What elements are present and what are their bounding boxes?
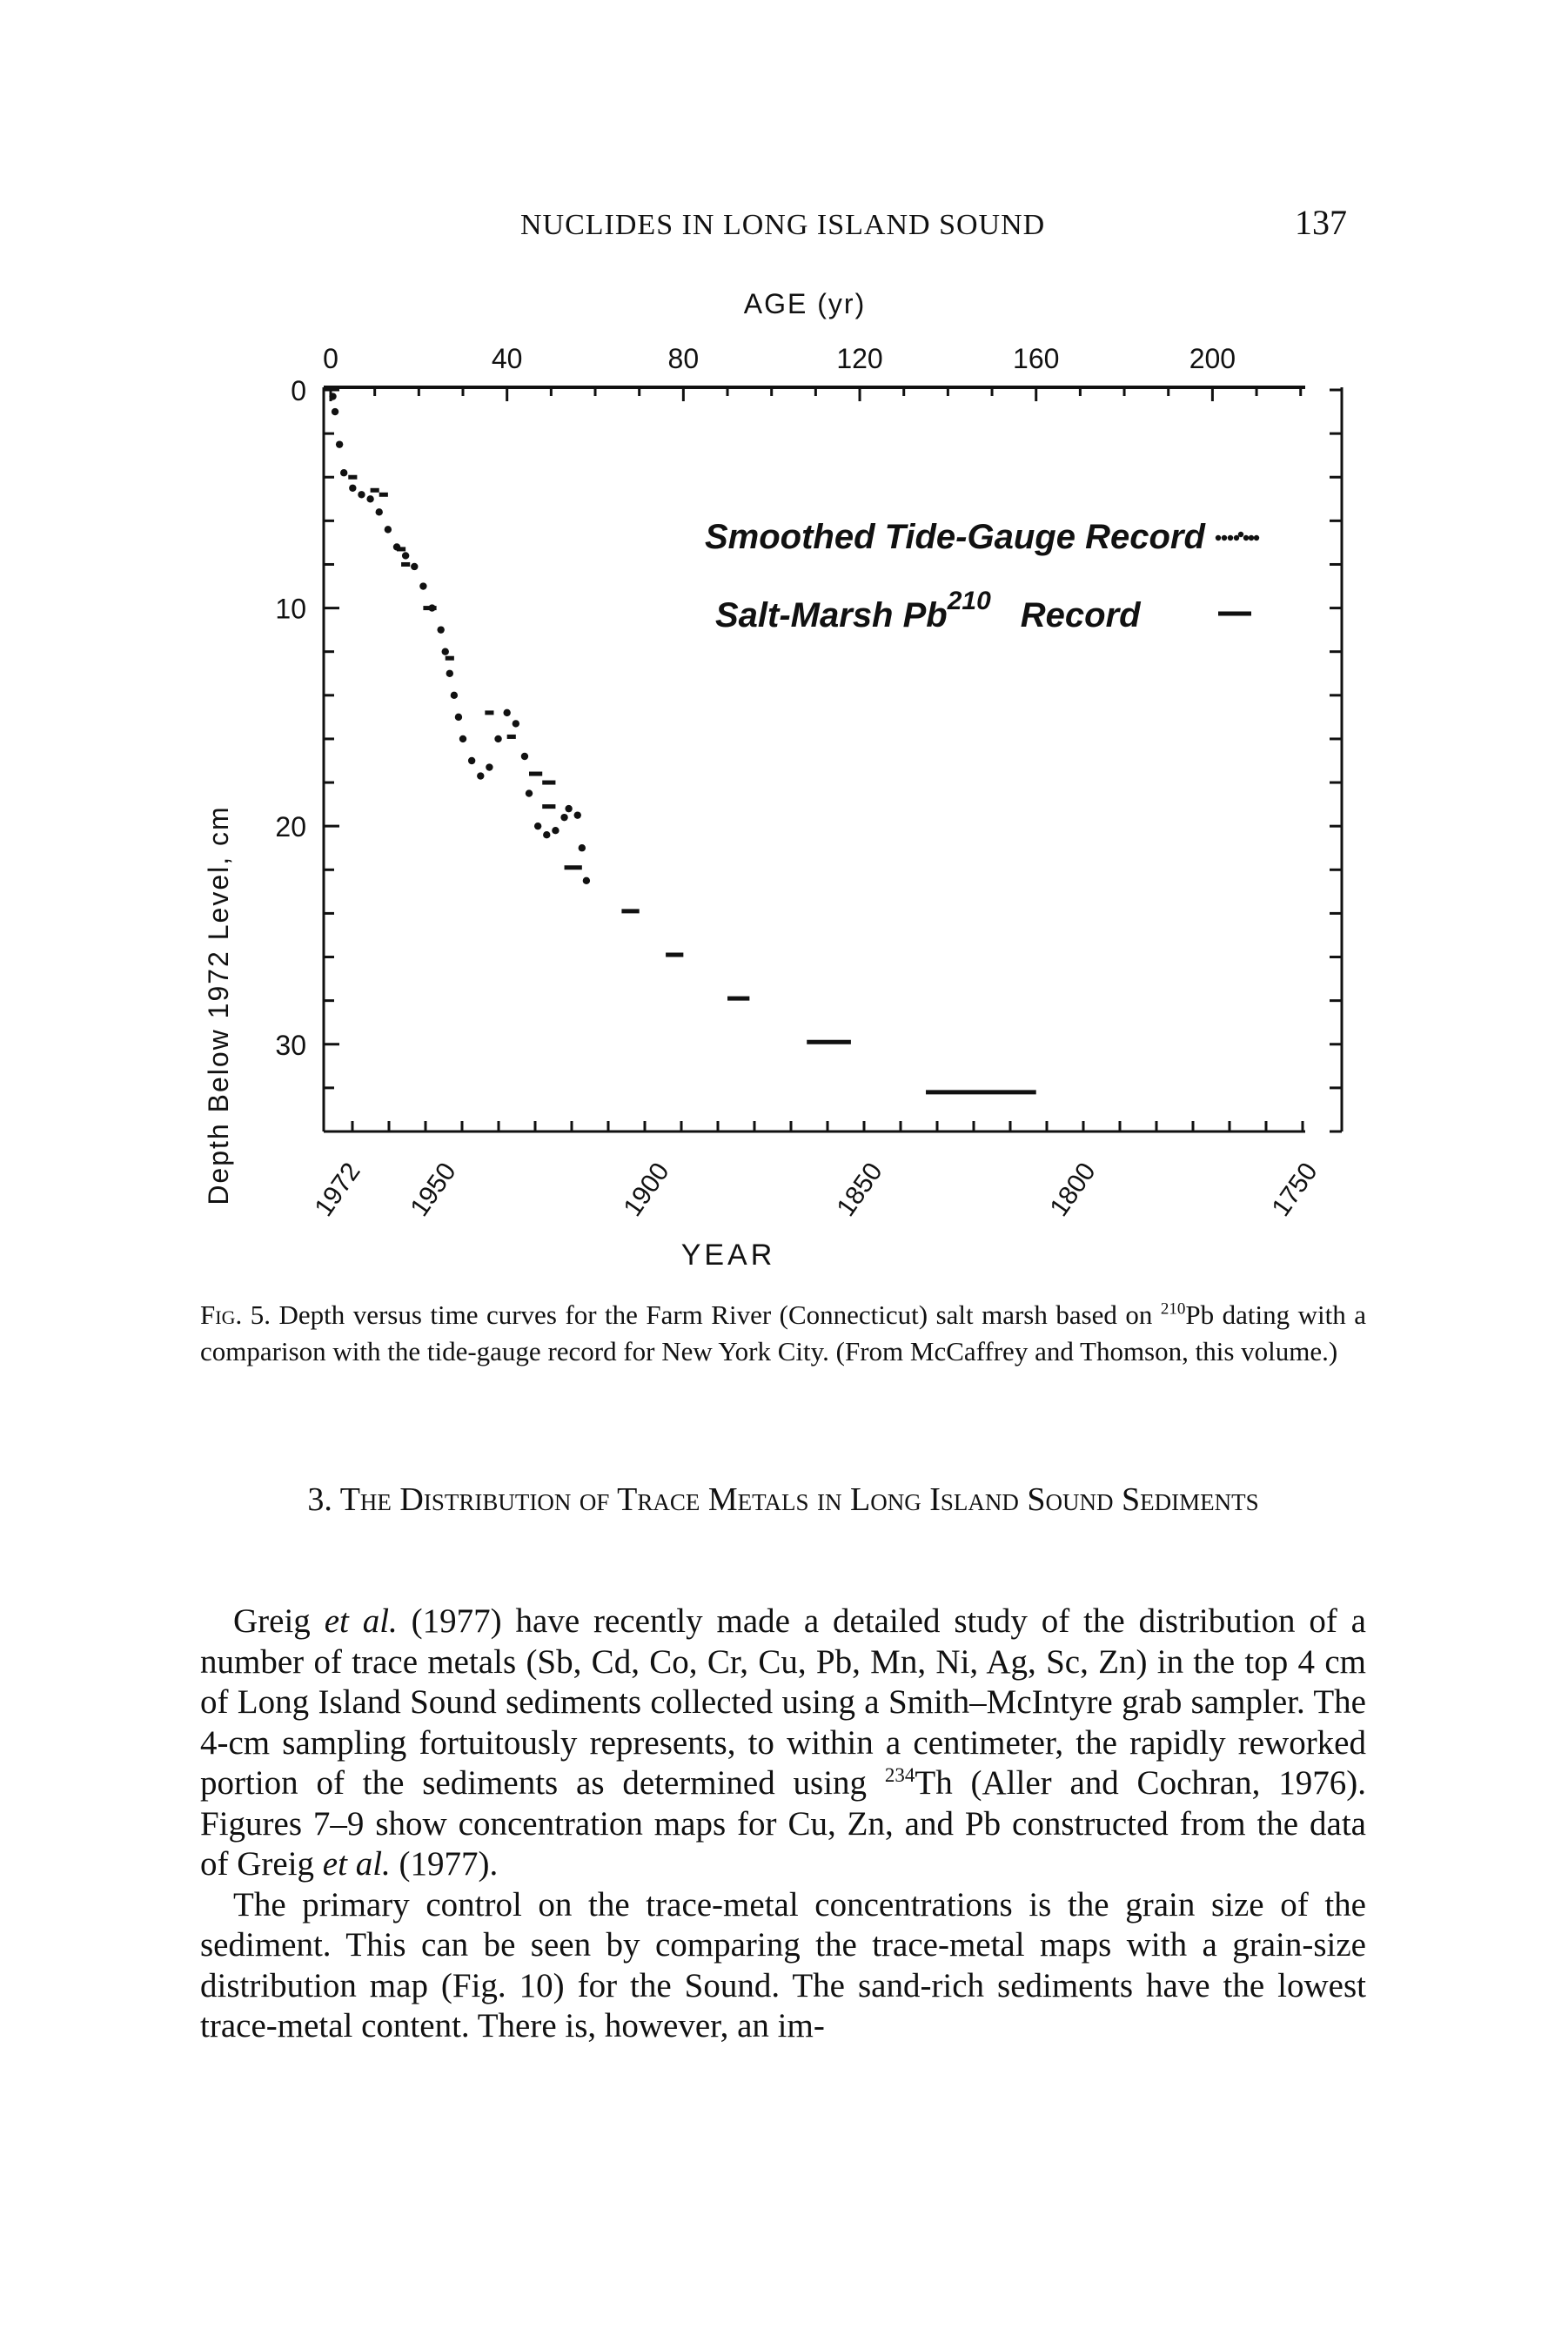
- top-tick-label: 160: [1013, 343, 1059, 374]
- legend-dot: [1233, 534, 1240, 541]
- p1-part-a: Greig: [233, 1602, 325, 1640]
- legend-dot: [1248, 534, 1255, 541]
- top-tick-label: 200: [1189, 343, 1236, 374]
- tide-gauge-point: [340, 469, 348, 477]
- caption-sup: 210: [1160, 1299, 1186, 1319]
- p1-et-al-2: et al.: [322, 1845, 391, 1883]
- running-title: NUCLIDES IN LONG ISLAND SOUND: [520, 209, 1046, 241]
- bottom-tick-label: 1850: [831, 1158, 888, 1222]
- p1-part-d: (1977).: [390, 1845, 499, 1883]
- tide-gauge-point: [437, 626, 445, 634]
- depth-vs-time-chart: 0 40 80 120 160 200 0 10 20 30 1972 1950 1900 1850 180…: [203, 288, 1344, 1272]
- tide-gauge-point: [533, 822, 542, 830]
- legend: Smoothed Tide-Gauge Record Salt-Marsh Pb…: [705, 518, 1260, 634]
- legend-dot: [1221, 534, 1228, 541]
- section-title: The Distribution of Trace Metals in Long…: [339, 1481, 1259, 1518]
- tide-gauge-point: [512, 720, 520, 728]
- tide-gauge-point: [520, 752, 529, 761]
- top-axis-title: AGE (yr): [744, 288, 866, 319]
- bottom-tick-label: 1900: [618, 1158, 674, 1222]
- legend-dot: [1227, 534, 1234, 541]
- caption-label: Fig. 5.: [200, 1299, 271, 1330]
- y-tick-label: 0: [291, 375, 306, 406]
- bottom-tick-label: 1950: [405, 1158, 461, 1222]
- tide-gauge-point: [582, 876, 591, 885]
- x-axis-title: YEAR: [681, 1239, 776, 1272]
- y-axis-title: Depth Below 1972 Level, cm: [203, 805, 234, 1205]
- top-tick-label: 40: [492, 343, 523, 374]
- tide-gauge-point: [331, 407, 339, 416]
- tide-gauge-point: [441, 648, 449, 655]
- legend-tide-gauge-label: Smoothed Tide-Gauge Record: [705, 518, 1206, 556]
- tide-gauge-point: [349, 484, 357, 492]
- tide-gauge-point: [477, 772, 485, 780]
- y-tick-label: 10: [275, 594, 306, 625]
- y-tick-label: 30: [275, 1030, 306, 1061]
- running-head: NUCLIDES IN LONG ISLAND SOUND 137: [0, 202, 1568, 254]
- tick-marks: [324, 387, 1342, 1133]
- plot-frame: [322, 386, 1344, 1133]
- tide-gauge-point: [494, 735, 502, 743]
- top-tick-label: 0: [323, 343, 338, 374]
- y-tick-label: 20: [275, 811, 306, 843]
- tide-gauge-point: [335, 440, 344, 448]
- legend-tide-gauge-swatch: [1215, 531, 1260, 541]
- bottom-tick-label: 1972: [309, 1158, 365, 1222]
- tide-gauge-point: [419, 582, 427, 590]
- tide-gauge-point: [565, 804, 573, 813]
- legend-dot: [1243, 534, 1250, 541]
- tide-gauge-point: [525, 789, 533, 797]
- section-heading: 3. The Distribution of Trace Metals in L…: [200, 1478, 1366, 1521]
- tide-gauge-point: [329, 393, 337, 400]
- tide-gauge-point: [459, 735, 467, 743]
- tide-gauge-point: [358, 491, 365, 499]
- tide-gauge-point: [467, 756, 476, 765]
- paragraph-2: The primary control on the trace-metal c…: [200, 1885, 1366, 2045]
- tide-gauge-point: [578, 844, 586, 852]
- top-tick-label: 80: [668, 343, 700, 374]
- tide-gauge-point: [552, 826, 560, 835]
- tide-gauge-point: [366, 495, 374, 503]
- p1-part-c: Th (Aller and Cochran, 1976). Figures 7–…: [200, 1764, 1366, 1883]
- bottom-tick-label: 1800: [1044, 1158, 1101, 1222]
- top-tick-label: 120: [836, 343, 882, 374]
- caption-text-a: Depth versus time curves for the Farm Ri…: [270, 1299, 1161, 1330]
- legend-dot: [1237, 531, 1244, 538]
- p1-part-b: (1977) have recently made a detailed stu…: [200, 1602, 1366, 1802]
- legend-dot: [1215, 534, 1222, 541]
- tide-gauge-point: [375, 508, 383, 516]
- p1-superscript: 234: [884, 1764, 915, 1786]
- tide-gauge-point: [560, 813, 568, 822]
- legend-dot: [1253, 534, 1260, 541]
- p1-et-al: et al.: [324, 1602, 398, 1640]
- tide-gauge-point: [486, 763, 493, 771]
- tide-gauge-point: [450, 691, 459, 700]
- tide-gauge-point: [454, 713, 463, 722]
- tide-gauge-series: [329, 393, 591, 885]
- tide-gauge-point: [573, 811, 581, 819]
- pb210-series: [348, 474, 1036, 1095]
- tick-labels: 0 40 80 120 160 200 0 10 20 30 1972 1950 1900 1850 180…: [275, 343, 1323, 1222]
- body-text: Greig et al. (1977) have recently made a…: [200, 1601, 1366, 2047]
- tide-gauge-point: [411, 562, 419, 571]
- section-number: 3.: [307, 1481, 332, 1518]
- tide-gauge-point: [384, 526, 392, 534]
- caption-text-b: Pb dating with a comparison with the tid…: [200, 1299, 1366, 1366]
- tide-gauge-point: [503, 708, 511, 717]
- tide-gauge-point: [401, 552, 410, 560]
- paragraph-1: Greig et al. (1977) have recently made a…: [200, 1601, 1366, 1885]
- tide-gauge-point: [543, 831, 551, 839]
- tide-gauge-point: [446, 669, 454, 677]
- page-number: 137: [1295, 203, 1347, 242]
- bottom-tick-label: 1750: [1266, 1158, 1323, 1222]
- figure-caption: Fig. 5. Depth versus time curves for the…: [200, 1297, 1366, 1370]
